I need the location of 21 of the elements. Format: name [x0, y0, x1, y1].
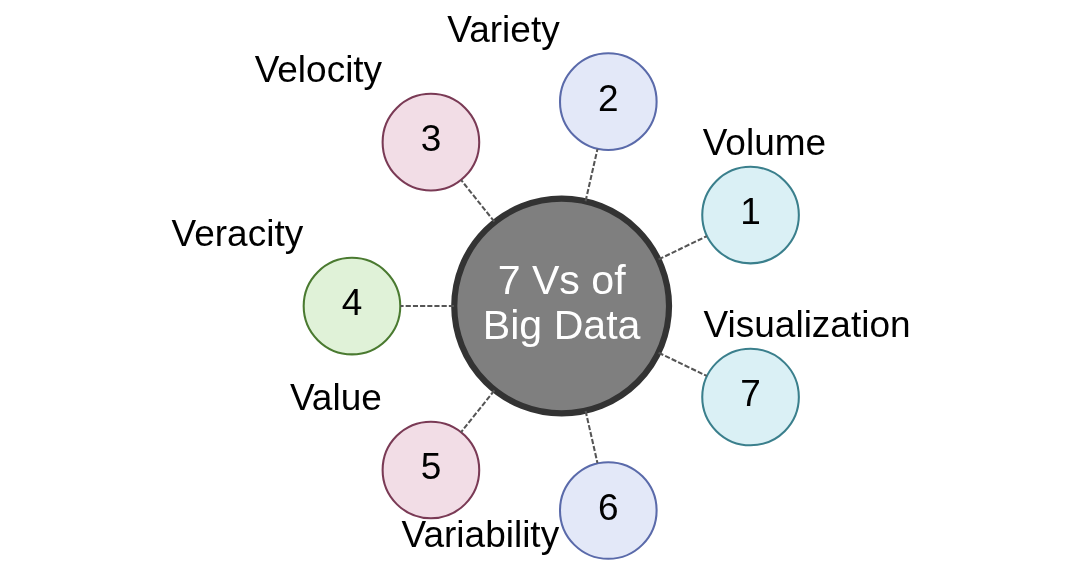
node-circle: 6 [558, 461, 658, 560]
node-circle: 7 [701, 347, 800, 447]
node-label: Veracity [171, 213, 304, 255]
connector [658, 235, 708, 261]
node-circle: 4 [302, 256, 402, 356]
node-circle: 2 [558, 52, 658, 151]
node-label: Variety [447, 8, 560, 50]
node-label: Velocity [254, 49, 383, 91]
node-circle: 7 Vs of Big Data [451, 195, 673, 417]
node-circle: 5 [381, 420, 481, 520]
connector [460, 389, 496, 433]
connector [584, 148, 599, 202]
connector [584, 410, 599, 464]
node-circle: 3 [381, 92, 481, 192]
node-label: Value [289, 377, 382, 419]
node-label: Volume [702, 122, 827, 164]
connector [658, 351, 708, 377]
connector [460, 179, 496, 223]
node-circle: 1 [701, 165, 800, 265]
connector [400, 305, 455, 308]
node-label: Visualization [703, 304, 911, 346]
